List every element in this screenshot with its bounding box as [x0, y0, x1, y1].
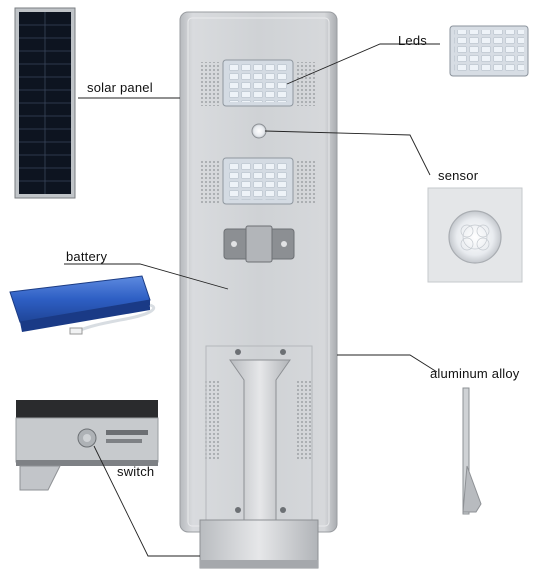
battery-image	[9, 275, 156, 335]
sensor-label: sensor	[438, 168, 479, 183]
aluminum-alloy-label: aluminum alloy	[430, 366, 520, 381]
street-light-body	[179, 11, 338, 533]
switch-label: switch	[117, 464, 155, 479]
battery-label: battery	[66, 249, 108, 264]
solar-panel-image	[14, 7, 76, 199]
sensor-closeup-image	[427, 187, 523, 283]
leds-closeup-image	[449, 25, 529, 77]
pole-bracket	[199, 359, 319, 569]
aluminum-profile-image	[462, 387, 482, 515]
leader-lines	[64, 43, 440, 557]
leds-label: Leds	[398, 33, 427, 48]
solar-panel-label: solar panel	[87, 80, 153, 95]
switch-closeup-image	[15, 400, 159, 491]
